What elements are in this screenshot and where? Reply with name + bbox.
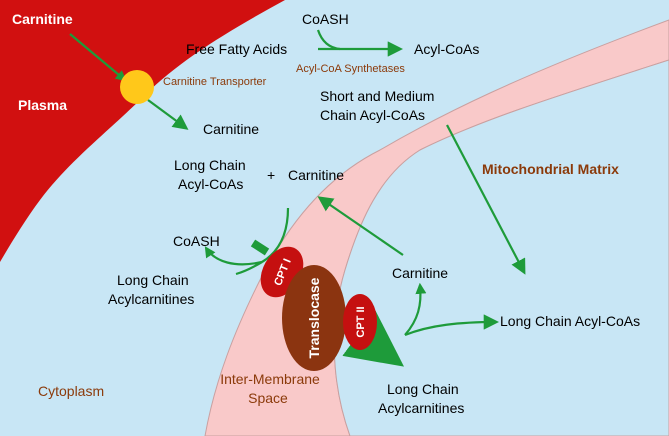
short-medium-label-1: Short and Medium <box>320 88 434 104</box>
cpt2-enzyme <box>343 294 377 350</box>
carnitine-cytoplasm-label: Carnitine <box>203 121 259 137</box>
carnitine-matrix-label: Carnitine <box>392 265 448 281</box>
long-chain-acylcoas-label-2: Acyl-CoAs <box>178 176 243 192</box>
arrow-to-acylcarnitines <box>235 261 263 276</box>
arrow-coash-in <box>316 29 341 51</box>
arrow-transporter-out <box>147 99 189 130</box>
translocase-label: Translocase <box>306 277 322 358</box>
acyl-coas-label: Acyl-CoAs <box>414 41 479 57</box>
coash-left-label: CoASH <box>173 233 220 249</box>
free-fatty-acids-label: Free Fatty Acids <box>186 41 287 57</box>
arrow-cpt1-down <box>261 207 290 263</box>
cpt2-label: CPT II <box>355 306 367 337</box>
arrow-short-medium-to-matrix <box>446 124 526 275</box>
mitochondrial-matrix-label: Mitochondrial Matrix <box>482 161 619 177</box>
arrow-carnitine-in <box>69 33 127 82</box>
carnitine-mid-label: Carnitine <box>288 167 344 183</box>
long-chain-acylcarnitines-bottom-1: Long Chain <box>387 381 459 397</box>
short-medium-label-2: Chain Acyl-CoAs <box>320 107 425 123</box>
thick-arrow-cpt1 <box>250 239 270 256</box>
plasma-label: Plasma <box>18 97 67 113</box>
acyl-coa-synthetases-label: Acyl-CoA Synthetases <box>296 63 405 75</box>
long-chain-acylcarnitines-left-1: Long Chain <box>117 272 189 288</box>
plus-sign: + <box>267 167 275 183</box>
carnitine-transporter-label: Carnitine Transporter <box>163 76 267 88</box>
arrow-cpt2-acylcoa <box>404 314 500 337</box>
long-chain-acylcarnitines-bottom-2: Acylcarnitines <box>378 400 464 416</box>
mitochondrial-matrix-region <box>333 59 669 436</box>
long-chain-acylcoa-matrix-label: Long Chain Acyl-CoAs <box>500 313 640 329</box>
coash-top-label: CoASH <box>302 11 349 27</box>
arrow-coash-out <box>204 246 263 266</box>
arrow-cpt2-carnitine <box>404 282 427 336</box>
intermembrane-label-1: Inter-Membrane <box>220 371 320 387</box>
translocase <box>282 265 346 371</box>
cytoplasm-label: Cytoplasm <box>38 383 104 399</box>
long-chain-acylcoas-label-1: Long Chain <box>174 157 246 173</box>
intermembrane-label-2: Space <box>248 390 288 406</box>
plasma-region <box>0 0 285 262</box>
carnitine-plasma-label: Carnitine <box>12 11 73 27</box>
arrow-carnitine-return <box>317 196 404 256</box>
carnitine-transporter <box>120 70 154 104</box>
thick-arrow-cpt2 <box>342 310 405 367</box>
long-chain-acylcarnitines-left-2: Acylcarnitines <box>108 291 194 307</box>
